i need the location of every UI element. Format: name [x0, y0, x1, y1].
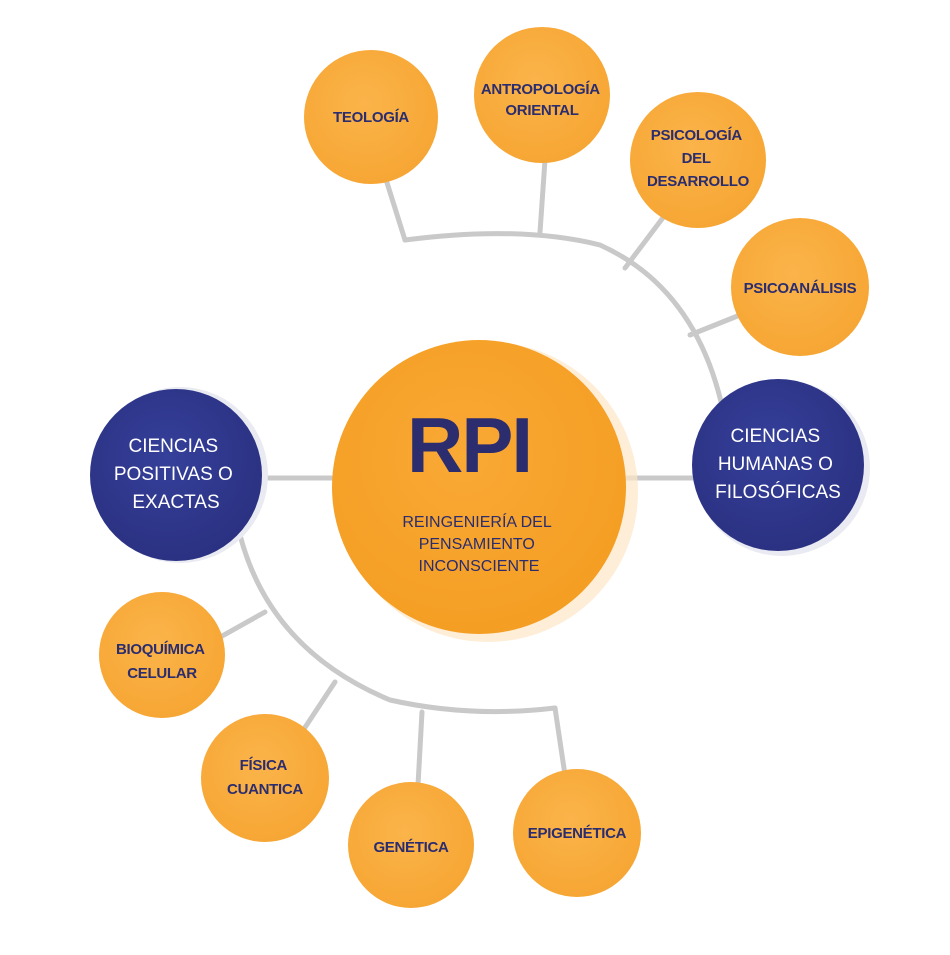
node-label-antropologia: ANTROPOLOGÍA ORIENTAL — [481, 81, 603, 119]
spoke-psicologia — [622, 212, 668, 271]
node-antropologia-oriental[interactable]: ANTROPOLOGÍA ORIENTAL — [474, 27, 610, 163]
left-hub[interactable]: CIENCIAS POSITIVAS O EXACTAS — [90, 387, 268, 563]
node-label-bioquimica: BIOQUÍMICA CELULAR — [116, 641, 208, 682]
right-hub-label: CIENCIAS HUMANAS O FILOSÓFICAS — [715, 426, 841, 503]
node-label-genetica: GENÉTICA — [373, 839, 449, 856]
node-label-epigenetica: EPIGENÉTICA — [528, 825, 627, 842]
left-hub-label: CIENCIAS POSITIVAS O EXACTAS — [114, 436, 238, 513]
node-label-psicologia: PSICOLOGÍA DEL DESARROLLO — [647, 127, 750, 190]
node-psicologia-desarrollo[interactable]: PSICOLOGÍA DEL DESARROLLO — [630, 92, 766, 228]
top-arc-connector — [402, 231, 728, 423]
spoke-fisica — [297, 679, 338, 738]
node-label-teologia: TEOLOGÍA — [333, 109, 409, 126]
spoke-genetica — [415, 709, 425, 788]
node-label-psicoanalisis: PSICOANÁLISIS — [744, 280, 857, 297]
node-genetica[interactable]: GENÉTICA — [348, 782, 474, 908]
node-epigenetica[interactable]: EPIGENÉTICA — [513, 769, 641, 897]
node-bioquimica-celular[interactable]: BIOQUÍMICA CELULAR — [99, 592, 225, 718]
right-hub[interactable]: CIENCIAS HUMANAS O FILOSÓFICAS — [692, 379, 870, 556]
spoke-psicoanalisis — [687, 312, 743, 338]
bottom-arc-connector — [237, 532, 558, 715]
top-nodes: TEOLOGÍA ANTROPOLOGÍA ORIENTAL PSICOLOGÍ… — [304, 27, 869, 356]
rpi-title: RPI — [407, 401, 531, 489]
spoke-bioquimica — [212, 609, 268, 643]
spoke-epigenetica — [552, 705, 568, 778]
rpi-subtitle: REINGENIERÍA DEL PENSAMIENTO INCONSCIENT… — [402, 512, 555, 575]
node-fisica-cuantica[interactable]: FÍSICA CUANTICA — [201, 714, 329, 842]
node-teologia[interactable]: TEOLOGÍA — [304, 50, 438, 184]
node-psicoanalisis[interactable]: PSICOANÁLISIS — [731, 218, 869, 356]
spoke-antropologia — [537, 157, 548, 235]
center-rpi[interactable]: RPI REINGENIERÍA DEL PENSAMIENTO INCONSC… — [332, 340, 638, 642]
node-label-fisica: FÍSICA CUANTICA — [227, 757, 303, 798]
bottom-nodes: BIOQUÍMICA CELULAR FÍSICA CUANTICA GENÉT… — [99, 592, 641, 908]
